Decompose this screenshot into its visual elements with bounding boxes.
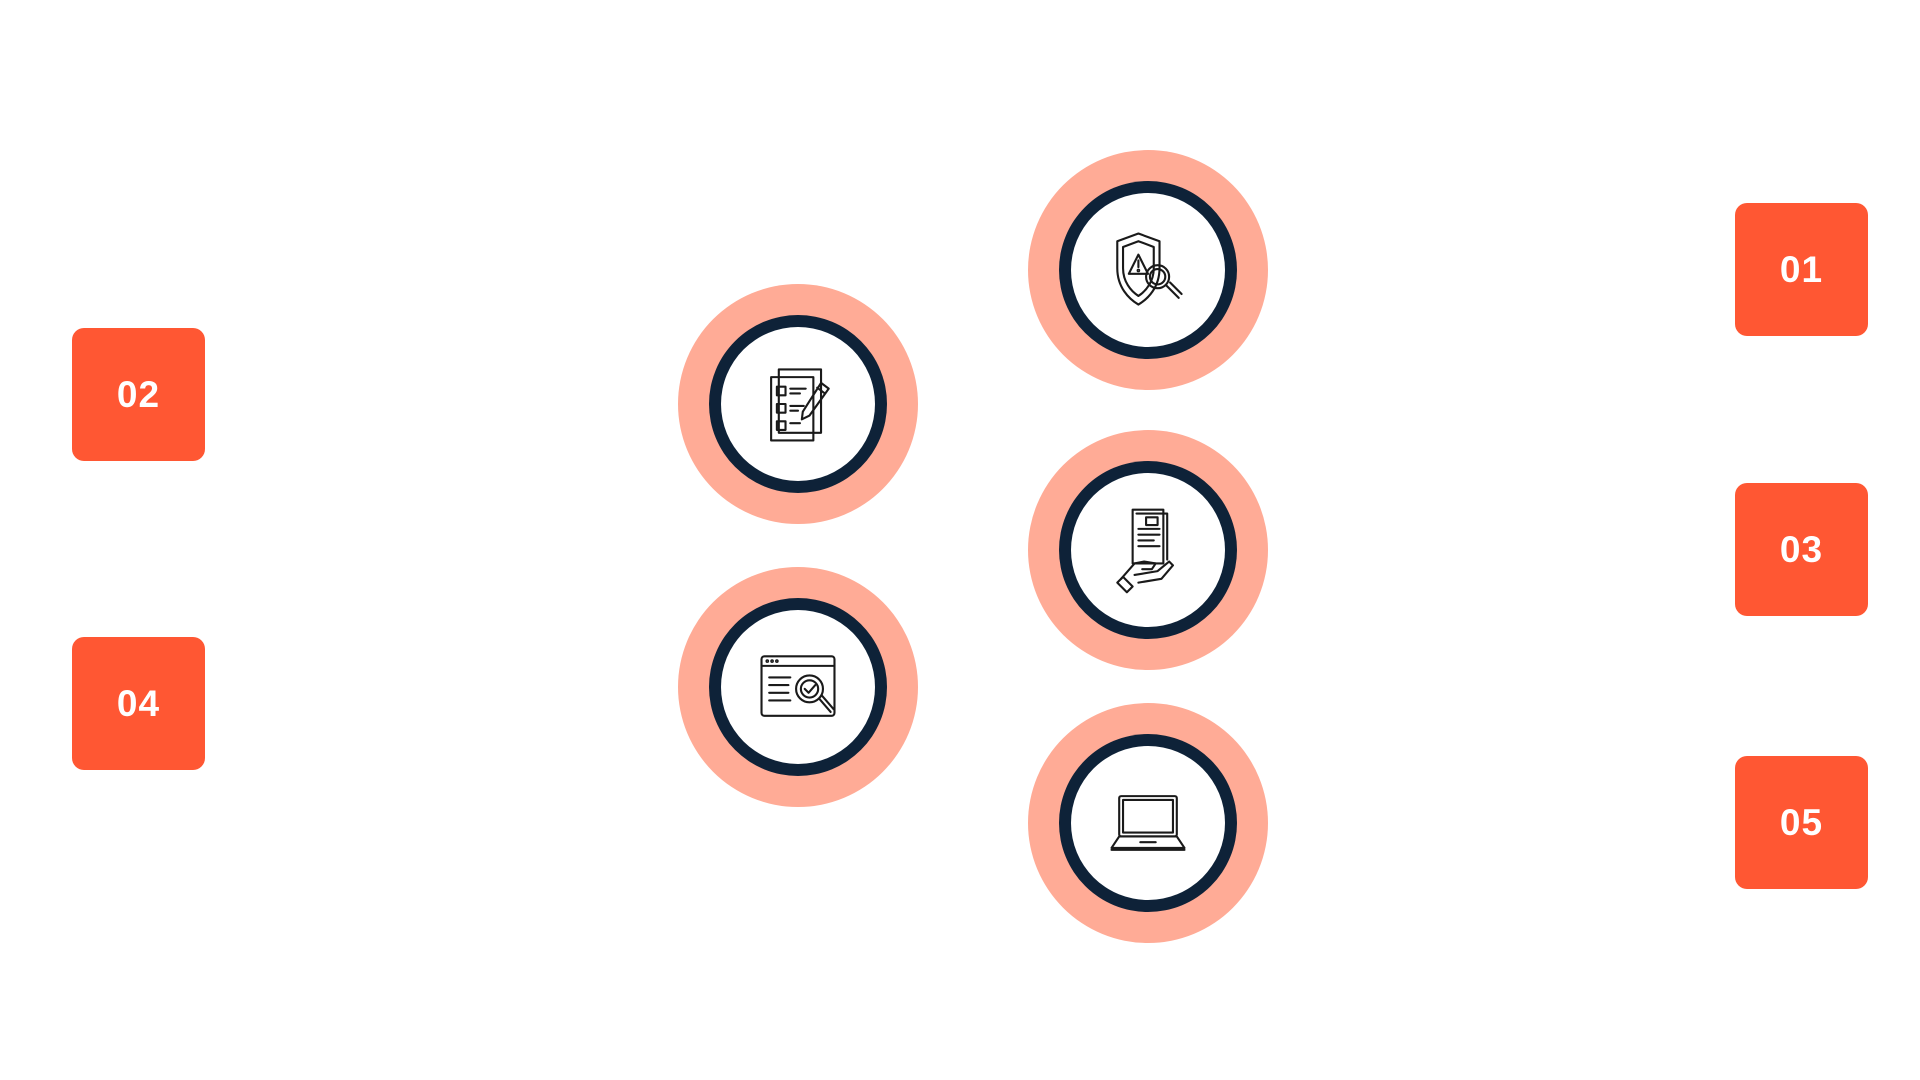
checklist-edit-icon <box>770 368 830 442</box>
badge-04: 04 <box>72 637 205 770</box>
badge-label: 05 <box>1779 801 1824 843</box>
node-document-hand <box>1028 430 1268 670</box>
node-face <box>1071 746 1225 900</box>
node-ring <box>709 598 887 776</box>
node-face <box>721 610 875 764</box>
node-face <box>1071 473 1225 627</box>
node-checklist-edit <box>678 284 918 524</box>
badge-label: 03 <box>1779 528 1824 570</box>
badge-label: 01 <box>1779 248 1824 290</box>
node-ring <box>1059 461 1237 639</box>
node-ring <box>709 315 887 493</box>
badge-01: 01 <box>1735 203 1868 336</box>
node-web-check <box>678 567 918 807</box>
document-hand-icon <box>1116 508 1175 594</box>
node-ring <box>1059 734 1237 912</box>
badge-03: 03 <box>1735 483 1868 616</box>
badge-label: 02 <box>116 373 161 415</box>
laptop-icon <box>1110 795 1186 851</box>
node-shield-search <box>1028 150 1268 390</box>
node-ring <box>1059 181 1237 359</box>
badge-05: 05 <box>1735 756 1868 889</box>
badge-label: 04 <box>116 682 161 724</box>
badge-02: 02 <box>72 328 205 461</box>
shield-search-icon <box>1116 232 1183 306</box>
node-laptop <box>1028 703 1268 943</box>
node-face <box>721 327 875 481</box>
web-check-icon <box>760 655 836 717</box>
node-face <box>1071 193 1225 347</box>
